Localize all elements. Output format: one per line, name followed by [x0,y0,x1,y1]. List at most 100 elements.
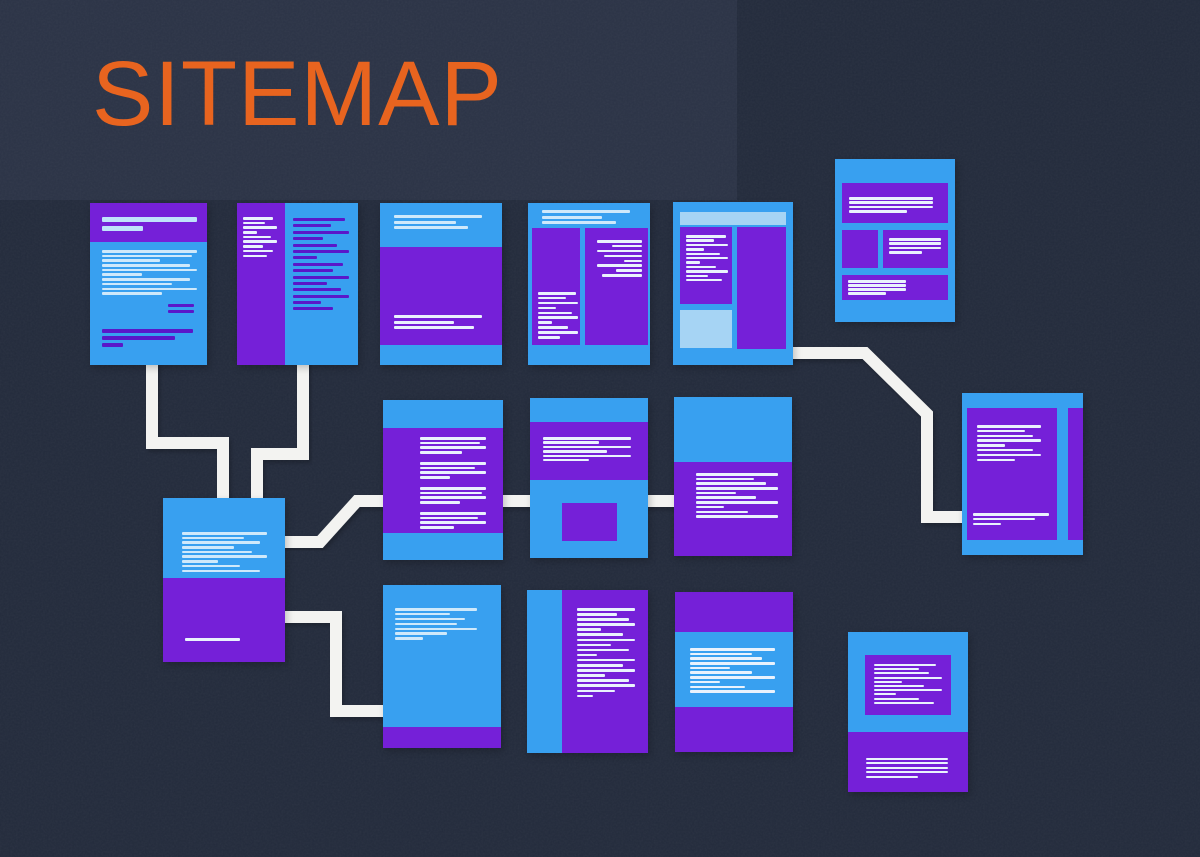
placeholder-text-line [973,517,1035,521]
placeholder-text-line [849,210,907,213]
placeholder-text-line [604,254,642,258]
placeholder-text-line [577,618,629,621]
sitemap-node-mid-c [674,397,792,556]
placeholder-text-line [420,476,450,479]
placeholder-text-line [696,477,754,481]
placeholder-text-line [977,425,1041,428]
placeholder-text-line [848,288,906,291]
placeholder-text-line [293,281,327,285]
placeholder-text-line [542,221,616,224]
placeholder-text-line [538,301,578,305]
placeholder-text-line [848,284,906,287]
placeholder-text-line [420,516,478,520]
placeholder-text-line [102,287,197,290]
placeholder-text-line [874,689,942,692]
placeholder-text-line [977,448,1033,452]
placeholder-text-line [420,437,486,440]
placeholder-text-line [538,331,578,334]
placeholder-text-line [696,473,778,476]
placeholder-text-line [577,694,593,698]
placeholder-text-line [243,231,257,234]
placeholder-text-line [686,243,728,247]
placeholder-text-lines [395,608,477,640]
placeholder-text-line [102,282,172,286]
sitemap-node-bottom-right [848,632,968,792]
placeholder-text-line [243,226,277,229]
placeholder-text-line [168,304,194,307]
placeholder-text-lines [394,315,482,329]
placeholder-text-line [690,657,762,660]
placeholder-text-line [420,451,462,454]
placeholder-text-lines [420,462,486,479]
placeholder-text-line [597,240,642,243]
placeholder-text-lines [185,638,240,641]
placeholder-text-line [420,462,486,465]
placeholder-text-line [849,197,933,200]
placeholder-text-line [102,336,175,340]
sitemap-node-top-2 [237,203,358,365]
right-column [737,227,786,349]
placeholder-text-line [686,235,726,238]
placeholder-text-line [293,288,341,292]
sitemap-node-bottom-c [675,592,793,752]
sitemap-node-bottom-b [527,590,648,753]
placeholder-text-line [293,301,321,305]
bottom-strip [675,707,793,752]
placeholder-text-line [977,444,1005,447]
placeholder-text-line [293,269,333,273]
placeholder-text-line [973,513,1049,516]
placeholder-text-line [420,446,486,449]
placeholder-text-line [168,310,194,313]
placeholder-text-line [395,637,423,640]
placeholder-text-lines [848,280,906,295]
cta-block [562,503,617,541]
placeholder-text-line [696,515,778,518]
placeholder-text-lines [102,217,197,231]
placeholder-text-line [690,690,775,693]
placeholder-text-line [395,617,465,621]
placeholder-text-line [543,445,631,449]
placeholder-text-line [395,627,477,631]
sitemap-node-top-6 [835,159,955,322]
placeholder-text-line [686,261,700,264]
placeholder-text-line [102,250,197,253]
placeholder-text-line [182,569,260,572]
placeholder-text-line [690,652,752,656]
placeholder-text-line [293,307,333,311]
placeholder-text-line [543,450,607,453]
placeholder-text-line [690,680,720,684]
placeholder-text-line [420,501,460,504]
placeholder-text-lines [293,218,349,311]
page-title: SITEMAP [92,43,503,145]
placeholder-text-lines [420,487,486,504]
placeholder-text-line [597,249,642,253]
placeholder-text-line [686,278,722,282]
placeholder-text-line [102,259,160,262]
thumb-block [842,230,878,268]
placeholder-text-line [538,336,560,339]
placeholder-text-line [696,487,778,490]
placeholder-text-line [849,205,933,209]
placeholder-text-line [616,269,642,272]
placeholder-text-line [420,487,486,490]
placeholder-text-lines [542,210,630,224]
placeholder-text-line [866,762,948,765]
placeholder-text-line [182,564,240,568]
placeholder-text-line [394,215,482,218]
placeholder-text-line [102,292,162,295]
placeholder-text-line [102,278,190,281]
placeholder-text-line [577,623,635,626]
placeholder-text-line [395,612,450,616]
placeholder-text-line [293,218,345,221]
placeholder-text-line [243,235,271,239]
placeholder-text-lines [874,664,942,704]
placeholder-text-line [874,697,919,700]
placeholder-text-line [696,510,748,513]
placeholder-text-line [889,251,922,254]
placeholder-text-line [874,664,936,666]
placeholder-text-line [538,292,576,295]
placeholder-text-line [542,215,602,219]
placeholder-text-line [686,248,704,251]
placeholder-text-line [690,685,745,688]
placeholder-text-line [577,689,615,692]
